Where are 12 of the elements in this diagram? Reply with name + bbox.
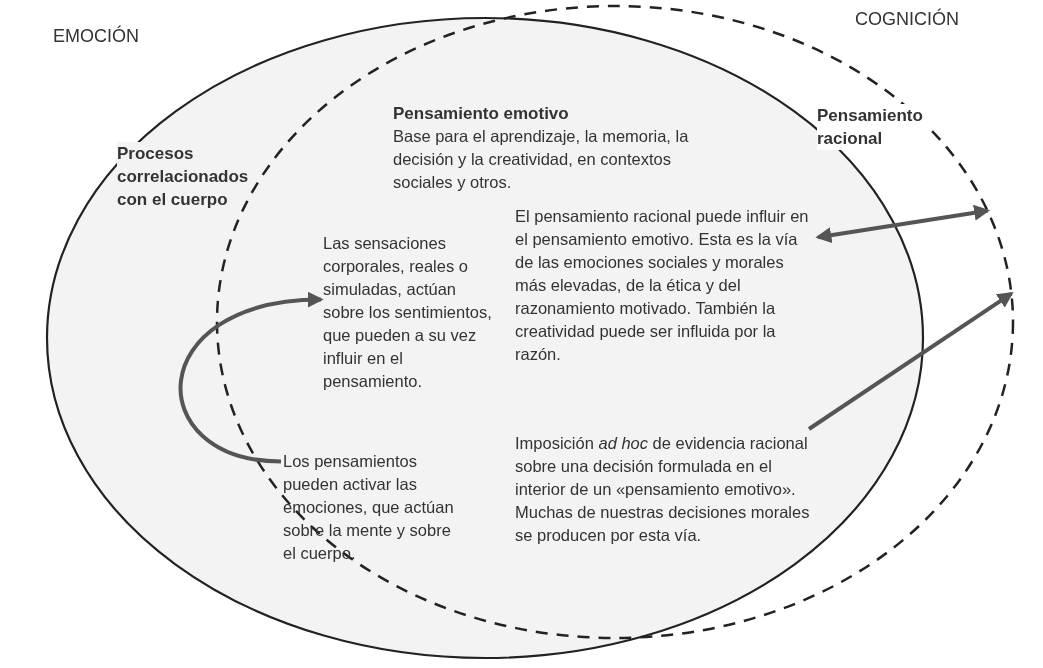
double-arrow: [815, 204, 991, 244]
set-label: EMOCIÓN: [53, 25, 139, 48]
description-text: Base para el aprendizaje, la memoria, la decisión y la creatividad, en contextos sociales y otros.: [393, 126, 690, 193]
curved-arrow: [179, 292, 324, 464]
region-heading: Pensamiento emotivo: [393, 103, 570, 125]
arrow: [807, 291, 1014, 431]
description-text: Los pensamientos pueden activar las emociones, que actúan sobre la mente y sobre el cuerpo.: [283, 450, 463, 565]
description-text: El pensamiento racional puede influir en el pensamiento emotivo. Esta es la vía de las emociones sociales y morales más elevadas, de la ética y del razonamiento motivado. También la creatividad puede ser influida por la razón.: [515, 205, 815, 366]
set-label: COGNICIÓN: [855, 8, 959, 31]
description-text: Las sensaciones corporales, reales o simuladas, actúan sobre los sentimientos, que pueden a su vez influir en el pensamiento.: [323, 232, 493, 393]
region-heading: Pensamiento racional: [817, 104, 929, 150]
description-text: Imposición ad hoc de evidencia racional sobre una decisión formulada en el interior de un «pensamiento emotivo». Muchas de nuestras decisiones morales se producen por esta vía.: [515, 432, 815, 547]
